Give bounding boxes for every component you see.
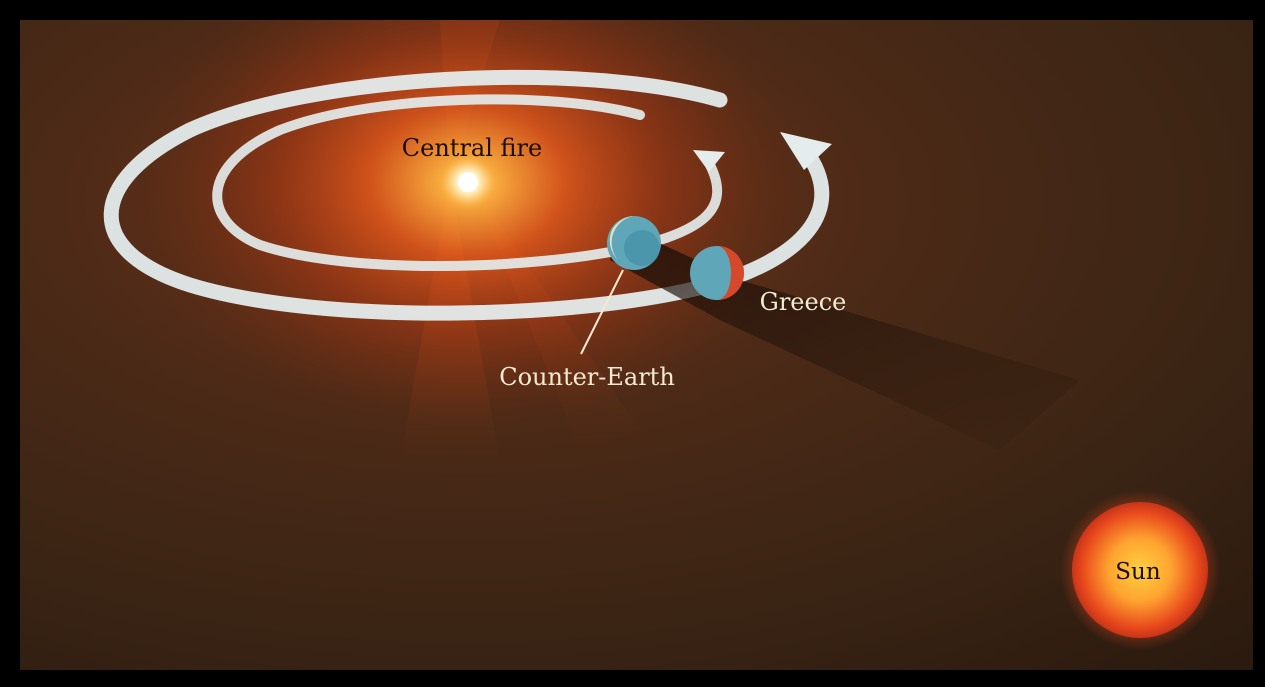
counter-earth-label: Counter-Earth: [499, 363, 675, 391]
sun: [1060, 490, 1220, 650]
counter-earth-pointer: [580, 269, 624, 355]
counter-earth-planet: [607, 216, 661, 270]
sun-label: Sun: [1115, 559, 1161, 585]
inner-orbit-arrowhead: [693, 150, 725, 172]
greece-planet: [690, 246, 744, 300]
pythagorean-cosmos-diagram: Central fire Greece Counter-Earth Sun: [20, 20, 1253, 670]
outer-orbit-arrowhead: [780, 132, 832, 170]
greece-label: Greece: [760, 288, 847, 316]
central-fire-label: Central fire: [402, 134, 542, 162]
